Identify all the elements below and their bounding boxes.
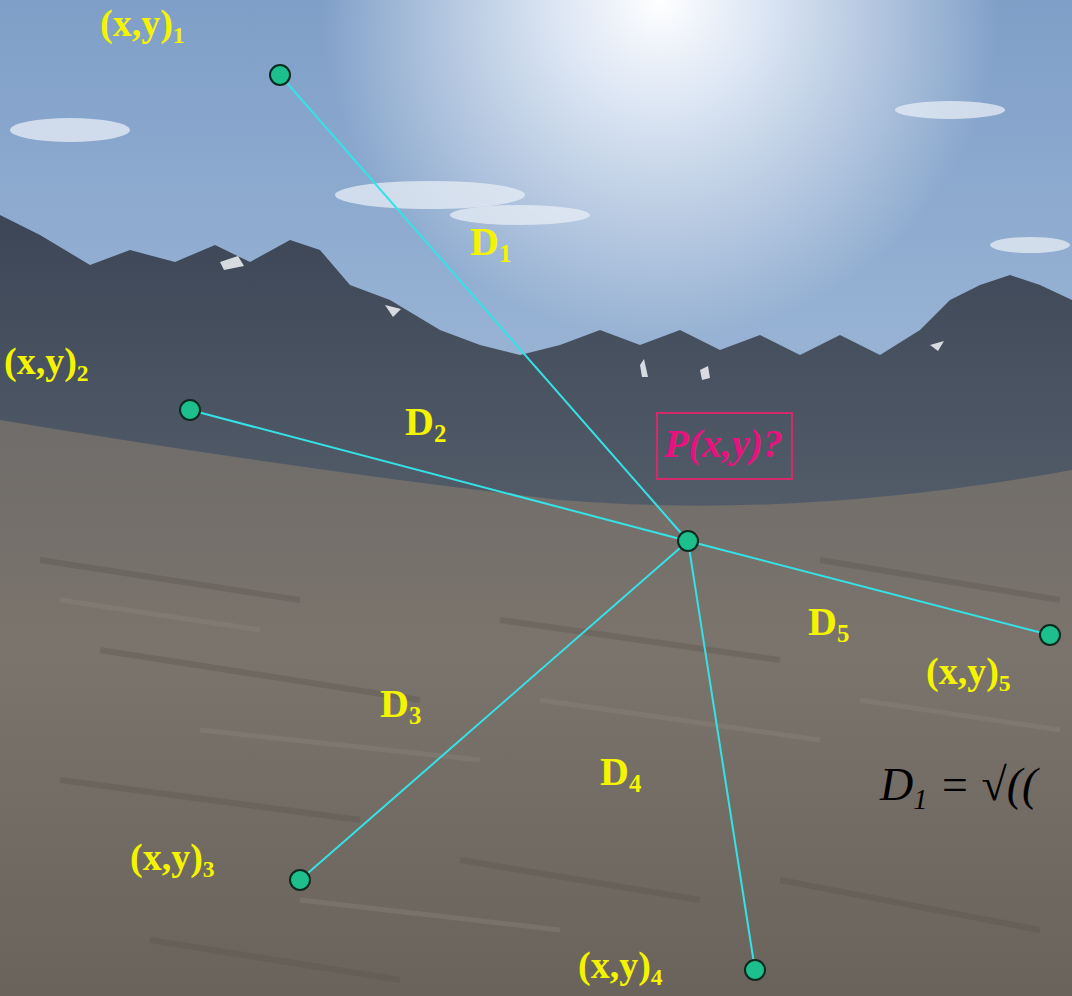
coordinate-label: (x,y)1 (100, 4, 185, 42)
known-point: (x,y)1 (269, 64, 291, 86)
known-point: (x,y)4 (744, 959, 766, 981)
distance-label: D3 (380, 684, 421, 724)
ground-highlights (60, 600, 1060, 930)
distance-label: D1 (470, 222, 511, 262)
known-point: (x,y)3 (289, 869, 311, 891)
distance-label: D5 (808, 602, 849, 642)
distance-formula: D1 = √(( (880, 762, 1037, 808)
known-point: (x,y)5 (1039, 624, 1061, 646)
distance-line (287, 83, 681, 532)
coordinate-label: (x,y)4 (578, 946, 663, 984)
distance-label: D2 (405, 402, 446, 442)
distance-line (308, 548, 679, 873)
tundra-ground (0, 420, 1072, 996)
distance-line (201, 413, 678, 538)
coordinate-label: (x,y)2 (4, 342, 89, 380)
coordinate-label: (x,y)3 (130, 838, 215, 876)
distance-line (699, 544, 1040, 632)
distance-label: D4 (600, 752, 641, 792)
point-query-label: P(x,y)? (656, 412, 793, 480)
unknown-point: P(x,y)? (677, 530, 699, 552)
distance-line (690, 552, 754, 959)
ground-texture (40, 560, 1060, 980)
known-point: (x,y)2 (179, 399, 201, 421)
coordinate-label: (x,y)5 (926, 652, 1011, 690)
clouds (10, 101, 1070, 253)
